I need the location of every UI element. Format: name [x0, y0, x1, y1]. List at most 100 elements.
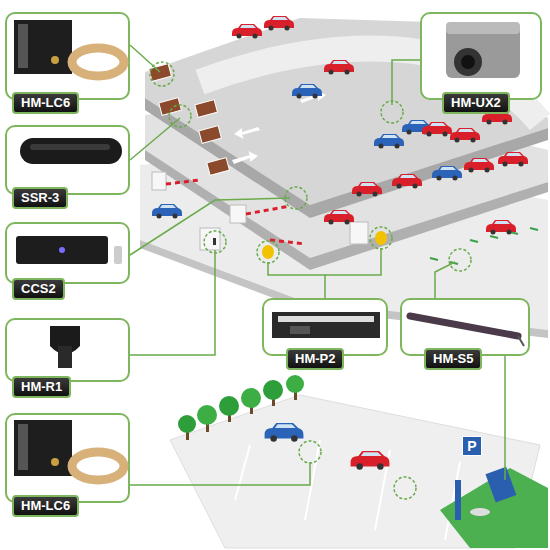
product-box: HM-R1 [5, 318, 130, 382]
booths-and-barriers-part [246, 206, 290, 214]
cars-part [450, 128, 480, 143]
spot-markers-part [285, 187, 307, 209]
loop-detectors-part [207, 158, 230, 176]
spot-markers-part [381, 101, 403, 123]
loop-detector-unit-part [51, 56, 59, 64]
spot-markers-part [370, 227, 392, 249]
cars-part [232, 24, 262, 39]
loop-detector-unit [14, 20, 124, 76]
lane-markings-part [490, 236, 498, 238]
vehicle-sensor-part [30, 144, 110, 150]
processor-board [272, 312, 380, 338]
booths-and-barriers-part [230, 205, 246, 223]
controller-unit-part [16, 236, 108, 264]
cars-part [498, 152, 528, 167]
leader-lines-part [130, 198, 290, 255]
cars-part [152, 204, 182, 219]
loop-detector-unit-part [18, 424, 28, 470]
product-label: SSR-3 [12, 187, 68, 209]
product-box: HM-P2 [262, 298, 388, 356]
open-lot-part-part [305, 440, 320, 520]
cars-part [432, 166, 462, 181]
leader-lines-part [130, 250, 215, 355]
booths-and-barriers-part [166, 180, 200, 184]
lane-arrows [232, 90, 326, 164]
loop-detector-unit-part [72, 48, 124, 76]
spot-markers-part [257, 241, 279, 263]
spot-markers-part [394, 477, 416, 499]
cars-part [292, 84, 322, 99]
processor-board-part [290, 326, 310, 334]
controller-unit-part [59, 247, 65, 253]
reader-unit [50, 326, 80, 368]
camera-unit-part [446, 22, 520, 78]
lane-markings-part [470, 240, 478, 242]
product-box: HM-LC6 [5, 12, 130, 100]
spot-markers-part [299, 441, 321, 463]
spot-markers-part [169, 105, 191, 127]
product-box: CCS2 [5, 222, 130, 284]
spot-markers-part [204, 231, 226, 253]
open-lot-part-part [235, 445, 250, 500]
leader-lines-part [504, 356, 506, 480]
open-lot-part [470, 508, 490, 516]
booths-and-barriers-part [350, 222, 368, 244]
cars-part [464, 158, 494, 173]
open-lot-part [265, 423, 304, 442]
product-label: HM-UX2 [442, 92, 510, 114]
cars-part [352, 182, 382, 197]
controller-unit-part [114, 246, 122, 264]
lane-arrows-part [232, 151, 258, 164]
booths-and-barriers-part [200, 228, 220, 250]
magnetic-sensor-part [518, 336, 524, 346]
trees-part [286, 375, 304, 393]
product-label: CCS2 [12, 278, 65, 300]
product-label: HM-LC6 [12, 495, 79, 517]
magnetic-sensor [410, 316, 524, 346]
parking-sign: P [462, 436, 482, 456]
loop-detectors [149, 64, 230, 176]
magnetic-sensor-part [410, 316, 518, 336]
leader-lines-part [325, 248, 381, 275]
reader-unit-part [58, 346, 72, 368]
cars-part [264, 16, 294, 31]
booths-and-barriers [152, 172, 387, 259]
leader-lines-part [268, 262, 325, 298]
spot-markers-part [150, 62, 174, 86]
vehicle-sensor-part [20, 138, 122, 164]
booths-and-barriers-part [375, 231, 387, 245]
camera-unit-part [454, 48, 482, 76]
open-lot-part [235, 440, 460, 540]
loop-detector-unit [14, 420, 124, 480]
open-lot [170, 395, 548, 548]
booths-and-barriers-part [270, 240, 305, 244]
leader-lines-part [392, 60, 420, 105]
loop-detector-unit-part [51, 458, 59, 466]
trees-part [197, 405, 217, 425]
camera-unit-part [446, 22, 520, 34]
product-label: HM-P2 [286, 348, 344, 370]
loop-detectors-part [195, 100, 218, 118]
cars-part [392, 174, 422, 189]
product-label: HM-LC6 [12, 92, 79, 114]
product-box: HM-S5 [400, 298, 530, 356]
loop-detector-unit-part [18, 24, 28, 68]
booths-and-barriers-part [213, 238, 216, 245]
controller-unit [16, 236, 122, 264]
loop-detectors-part [199, 126, 222, 144]
camera-unit-part [461, 55, 475, 69]
trees-part [263, 380, 283, 400]
booths-and-barriers-part [262, 245, 274, 259]
open-lot-part [351, 451, 390, 470]
product-box: HM-UX2 [420, 12, 542, 100]
cars-part [324, 210, 354, 225]
loop-detector-unit-part [72, 452, 124, 480]
camera-unit [446, 22, 520, 78]
leader-lines-part [130, 45, 160, 72]
open-lot-part [455, 480, 461, 520]
cars-part [422, 122, 452, 137]
lane-markings [430, 228, 538, 264]
cars-part [486, 220, 516, 235]
